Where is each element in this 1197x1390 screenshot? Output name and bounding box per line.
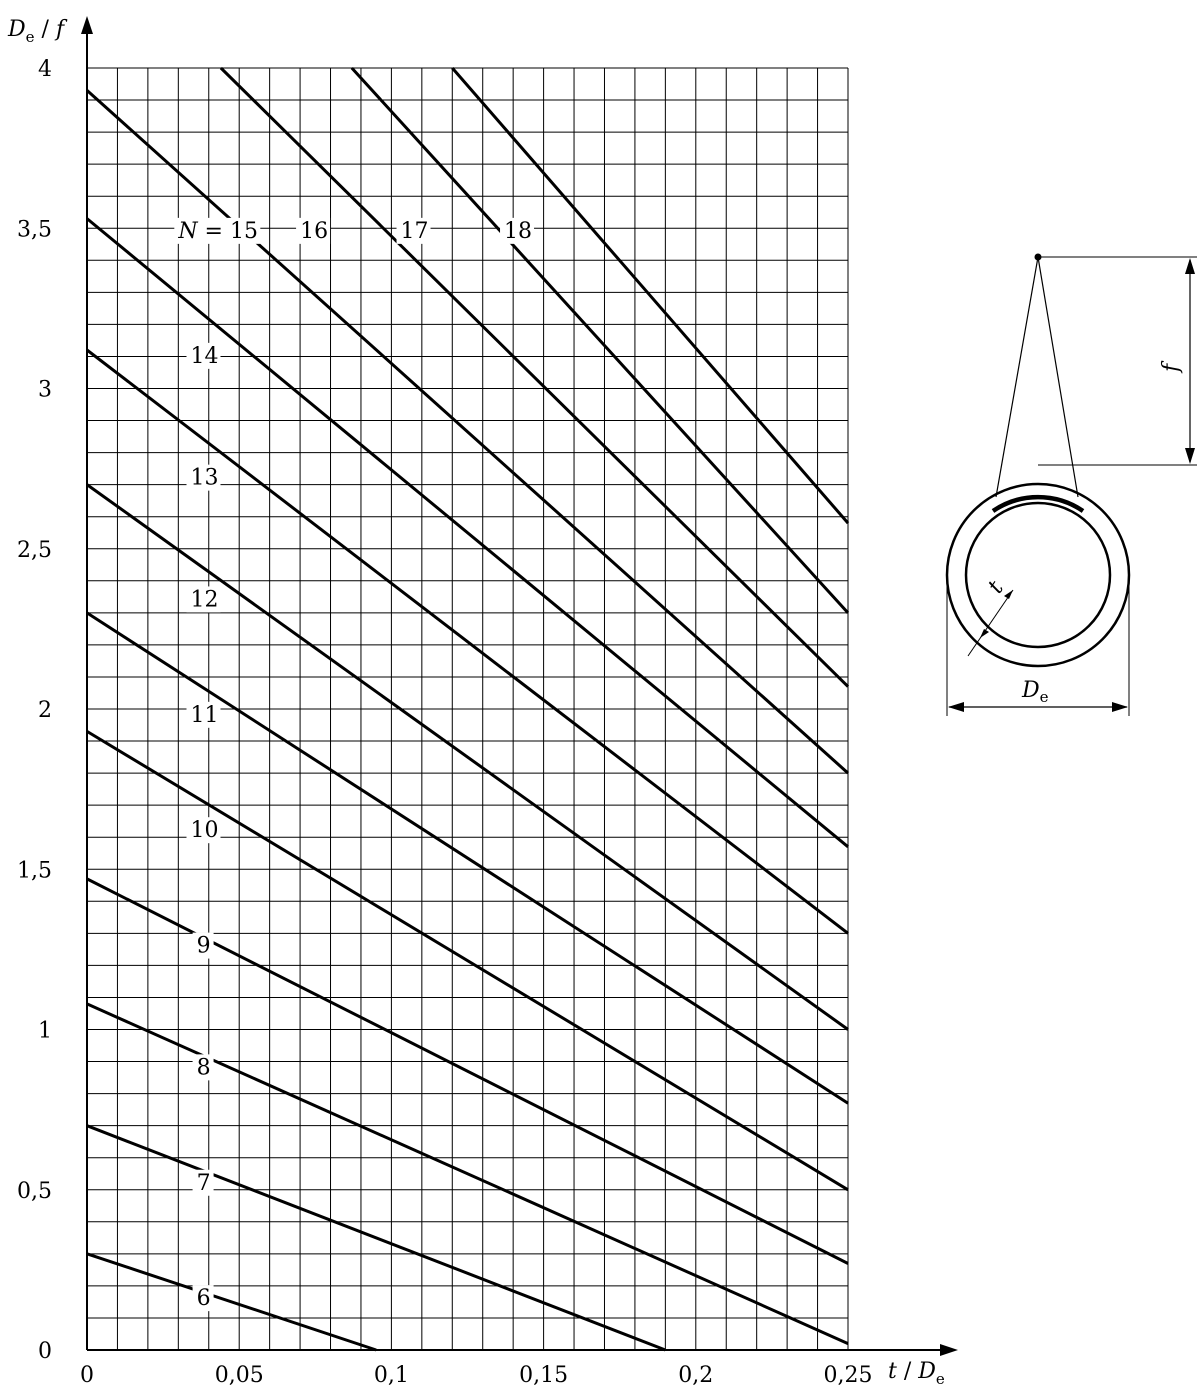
y-tick-label: 1	[38, 1019, 52, 1044]
y-tick-label: 4	[38, 57, 52, 82]
curve-label-bg	[192, 932, 214, 959]
curve-label-16: 16	[300, 219, 328, 244]
de-label: De	[1021, 678, 1049, 706]
curve-n-7	[86, 1124, 666, 1352]
curve-label-12: 12	[190, 587, 218, 612]
beam-right-line	[1037, 256, 1079, 498]
axes	[81, 16, 958, 1356]
curve-label-18: 18	[504, 219, 532, 244]
curve-label-17: 17	[401, 219, 429, 244]
x-tick-label: 0,1	[374, 1363, 409, 1388]
y-tick-label: 0	[38, 1339, 52, 1364]
curve-label-bg	[186, 817, 221, 844]
y-axis-title: De / f	[7, 17, 68, 46]
curve-label-bg	[296, 217, 331, 244]
curve-label-7: 7	[197, 1171, 211, 1196]
y-tick-label: 2,5	[17, 538, 52, 563]
curve-label-bg	[500, 217, 535, 244]
beam-left-line	[995, 256, 1039, 498]
curve-label-bg	[174, 217, 261, 244]
x-tick-label: 0,15	[519, 1363, 568, 1388]
curve-label-bg	[192, 1054, 214, 1081]
x-tick-label: 0,2	[678, 1363, 713, 1388]
de-arrow-right	[1112, 702, 1128, 712]
curve-label-13: 13	[190, 466, 218, 491]
curve-label-bg	[192, 1169, 214, 1196]
curve-labels: 6 7 8 9 10 11 12 13 14 N = 15 16 17 18	[174, 217, 535, 1312]
curve-n-8	[86, 1002, 849, 1345]
curve-label-bg	[186, 586, 221, 613]
x-axis-arrow	[940, 1344, 958, 1356]
y-tick-label: 2	[38, 698, 52, 723]
curve-label-bg	[396, 217, 431, 244]
curve-label-15: N = 15	[177, 219, 258, 244]
curve-n-9	[86, 877, 849, 1265]
x-tick-label: 0	[80, 1363, 94, 1388]
curve-n-14	[86, 217, 849, 848]
curve-label-11: 11	[190, 703, 218, 728]
curve-label-bg	[186, 464, 221, 491]
x-tick-label: 0,25	[824, 1363, 873, 1388]
curve-label-9: 9	[197, 934, 211, 959]
pipe-diagram: f t De	[945, 253, 1197, 716]
curve-label-bg	[186, 701, 221, 728]
curve-label-8: 8	[197, 1055, 211, 1080]
pipe-outer-circle	[945, 482, 1131, 668]
y-tick-label: 3,5	[17, 217, 52, 242]
pipe-inner-circle	[964, 501, 1112, 649]
t-label: t	[983, 577, 1009, 599]
y-tick-label: 3	[38, 378, 52, 403]
x-axis-title: t / De	[888, 1359, 945, 1388]
curve-n-15	[85, 89, 850, 775]
curves	[85, 66, 850, 1352]
curve-n-18	[451, 67, 850, 525]
curve-label-14: 14	[190, 344, 218, 369]
curve-label-bg	[186, 342, 221, 369]
curve-label-bg	[192, 1285, 214, 1312]
t-arrow-a	[1004, 590, 1013, 599]
curve-n-12	[86, 483, 849, 1031]
curve-n-10	[86, 730, 849, 1192]
x-tick-label: 0,05	[215, 1363, 264, 1388]
curve-n-6	[86, 1252, 377, 1352]
tick-labels: 0 0,05 0,1 0,15 0,2 0,25 0 0,5 1 1,5 2 2,5 3 3,5 4	[17, 57, 872, 1388]
curve-n-17	[350, 66, 850, 614]
de-arrow-left	[948, 702, 964, 712]
t-arrow-b	[980, 629, 989, 638]
f-arrow-top	[1185, 258, 1195, 274]
t-dimension-line	[967, 589, 1014, 657]
y-axis-arrow	[81, 16, 93, 34]
y-tick-label: 0,5	[17, 1179, 52, 1204]
curve-n-16	[219, 66, 850, 688]
f-label: f	[1159, 360, 1184, 374]
curve-n-11	[86, 611, 849, 1105]
curve-label-10: 10	[190, 818, 218, 843]
y-tick-label: 1,5	[17, 858, 52, 883]
source-arc	[991, 494, 1085, 513]
focal-point	[1034, 253, 1042, 261]
curve-n-13	[86, 348, 849, 935]
f-arrow-bottom	[1185, 448, 1195, 464]
curve-label-6: 6	[197, 1286, 211, 1311]
